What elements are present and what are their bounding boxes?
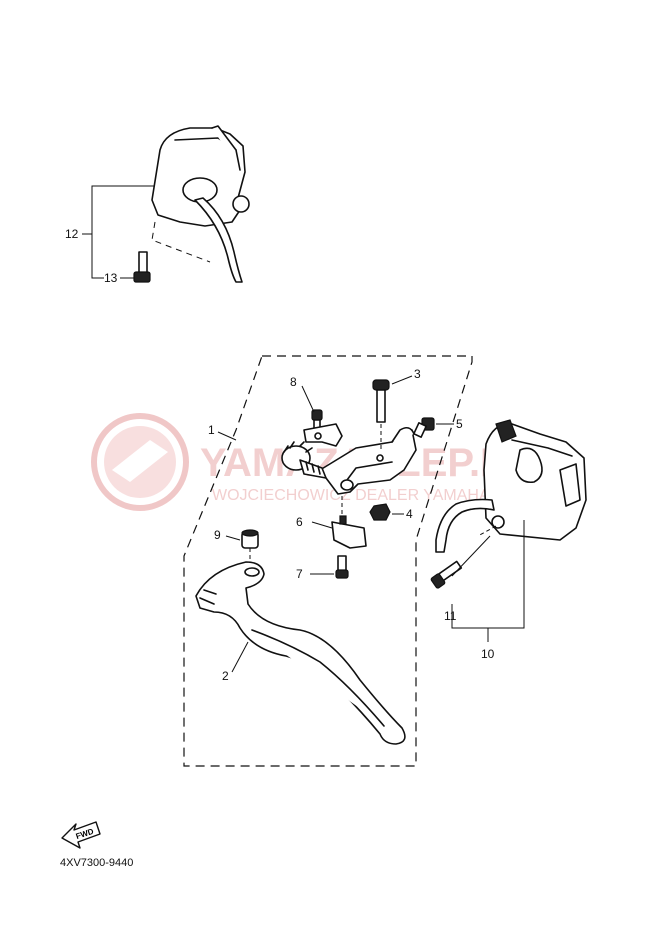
leader-9 [225,535,241,541]
bolt-5 [413,417,435,438]
leader-2 [231,641,249,673]
diagram-code: 4XV7300-9440 [60,857,133,869]
callout-10: 10 [481,647,495,661]
watermark-logo [91,413,189,511]
callout-11: 11 [444,609,457,623]
watermark-sub-text: WOJCIECHOWICZ DEALER YAMAHA [212,487,490,504]
handlebar-switch-upper [151,125,250,283]
leader-10-11 [451,520,525,629]
callout-3: 3 [414,367,421,381]
handlebar-switch-lower [435,419,587,553]
bushing-9 [241,529,259,566]
lever-2 [195,561,406,745]
lever-holder [281,426,417,495]
leader-3 [391,375,413,385]
switch-6 [331,496,367,549]
screw-13 [133,251,151,283]
callout-6: 6 [296,515,303,529]
leader-8 [301,385,315,413]
screw-7 [335,555,349,579]
leader-6 [311,521,333,529]
assembly-boundary [183,355,473,767]
callout-8: 8 [290,375,297,389]
callout-7: 7 [296,567,303,581]
callout-9: 9 [214,528,221,542]
callout-1: 1 [208,423,215,437]
leader-11 [451,535,491,577]
forward-arrow-icon: FWD [61,821,101,849]
callout-12: 12 [65,227,79,241]
callout-4: 4 [406,507,413,521]
leader-1 [217,431,237,441]
callout-2: 2 [222,669,229,683]
callout-5: 5 [456,417,463,431]
bolt-3 [372,379,390,450]
clip-8-bracket [303,423,343,447]
nut-4 [369,503,391,521]
callout-13: 13 [104,271,118,285]
leader-12-13 [91,185,155,279]
screw-11 [430,560,463,589]
